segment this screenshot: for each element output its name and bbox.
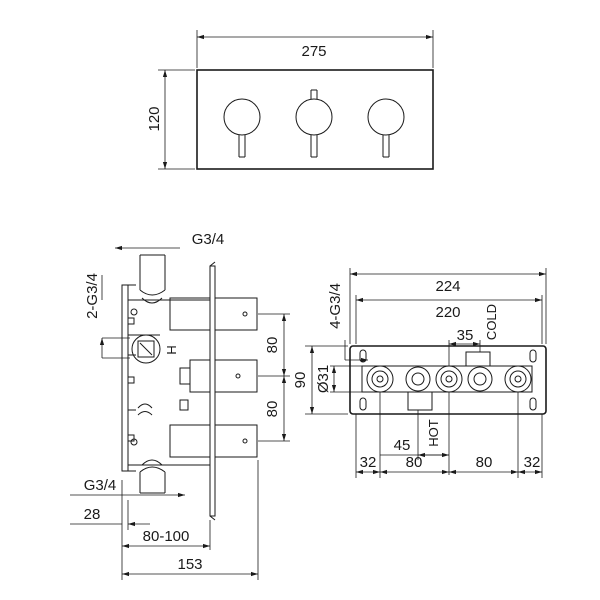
body-port-outer-left — [366, 365, 394, 393]
front-width-label: 275 — [301, 43, 326, 60]
front-knob-middle — [295, 89, 333, 158]
side-left-thread-label: 2-G3/4 — [84, 273, 101, 319]
side-mounting-frame — [121, 284, 129, 472]
body-bottom-dim-1: 32 — [360, 454, 377, 471]
body-mounting-plate — [349, 345, 547, 415]
front-knob-left — [223, 98, 261, 158]
body-view: 224 220 35 COLD 4-G3/4 90 Ø31 45 — [292, 268, 547, 478]
body-hot-label: HOT — [426, 419, 441, 447]
body-width-220-label: 220 — [435, 304, 460, 321]
side-bottom-outlet — [139, 459, 166, 494]
body-bottom-dim-3: 80 — [476, 454, 493, 471]
side-handle-middle — [179, 359, 258, 393]
body-cold-inlet — [465, 351, 491, 367]
front-plate — [196, 69, 434, 170]
side-view: H G3/4 2-G3/4 80 80 G3/4 28 — [70, 231, 290, 580]
side-handle-bottom — [169, 424, 258, 458]
front-view: 275 120 — [146, 30, 434, 170]
side-bottom-thread-label: G3/4 — [84, 477, 117, 494]
body-cold-label: COLD — [484, 304, 499, 340]
side-valve-body — [127, 299, 211, 466]
body-offset-45-label: 45 — [394, 437, 411, 454]
body-port-hot — [405, 366, 431, 392]
body-thread-label: 4-G3/4 — [327, 283, 344, 329]
body-width-224-label: 224 — [435, 278, 460, 295]
body-port-cold — [467, 366, 493, 392]
body-port-center — [435, 365, 463, 393]
front-knob-right — [367, 98, 405, 158]
body-bottom-dim-4: 32 — [524, 454, 541, 471]
side-spacing-lower-label: 80 — [264, 401, 281, 418]
body-bottom-dim-2: 80 — [406, 454, 423, 471]
side-total-depth-label: 153 — [177, 556, 202, 573]
front-height-label: 120 — [146, 106, 163, 131]
side-spacing-upper-label: 80 — [264, 337, 281, 354]
body-port-outer-right — [504, 365, 532, 393]
side-top-thread-label: G3/4 — [192, 231, 225, 248]
side-hot-marker: H — [164, 345, 179, 354]
side-top-inlet — [139, 254, 166, 304]
body-hot-inlet — [407, 391, 433, 411]
side-depth-28-label: 28 — [84, 506, 101, 523]
body-height-90-label: 90 — [292, 372, 309, 389]
side-depth-range-label: 80-100 — [143, 528, 190, 545]
body-offset-35-label: 35 — [457, 327, 474, 344]
body-diameter-label: Ø31 — [315, 365, 332, 393]
side-faceplate — [209, 265, 216, 517]
side-handle-top — [169, 297, 258, 331]
side-hot-connection — [128, 334, 161, 364]
